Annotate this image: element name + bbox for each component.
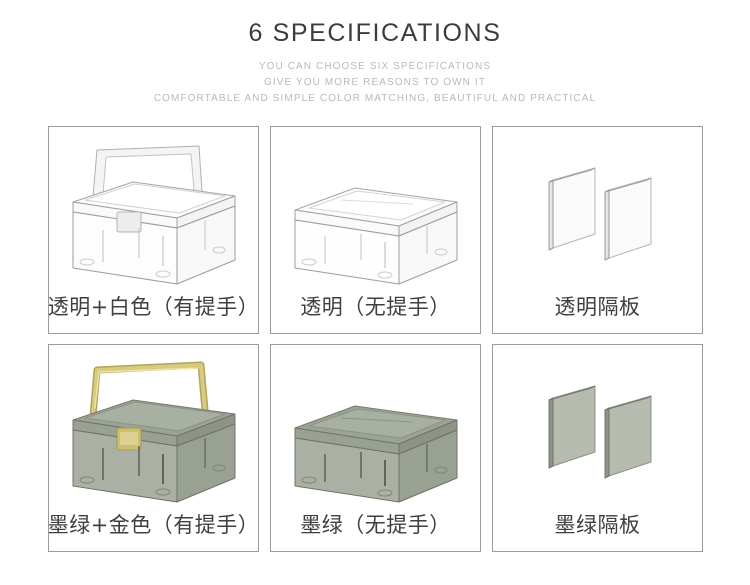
green-box-with-gold-handle-icon <box>72 361 235 503</box>
subtitle-block: YOU CAN CHOOSE SIX SPECIFICATIONS GIVE Y… <box>0 59 750 107</box>
product-illustration-clear-divider <box>493 127 702 297</box>
clear-box-with-handle-icon <box>72 145 235 285</box>
spec-card-label: 墨绿+金色（有提手） <box>48 513 259 537</box>
green-divider-plates-icon <box>548 385 651 479</box>
spec-card-clear-divider[interactable]: 透明隔板 <box>492 126 703 334</box>
specification-grid: 透明+白色（有提手） <box>48 126 704 552</box>
clear-box-no-handle-icon <box>294 187 457 285</box>
spec-card-green-gold-handle[interactable]: 墨绿+金色（有提手） <box>48 344 259 552</box>
spec-card-label: 墨绿隔板 <box>554 513 641 537</box>
spec-card-label: 透明隔板 <box>554 295 641 319</box>
spec-card-clear-no-handle[interactable]: 透明（无提手） <box>270 126 481 334</box>
spec-card-green-divider[interactable]: 墨绿隔板 <box>492 344 703 552</box>
spec-card-label: 透明（无提手） <box>300 295 451 319</box>
green-box-no-handle-icon <box>294 405 457 503</box>
product-illustration-green-gold-handle <box>49 345 258 515</box>
subtitle-line-3: COMFORTABLE AND SIMPLE COLOR MATCHING, B… <box>153 92 597 104</box>
spec-card-clear-white-handle[interactable]: 透明+白色（有提手） <box>48 126 259 334</box>
subtitle-line-2: GIVE YOU MORE REASONS TO OWN IT <box>264 76 486 88</box>
page-title: 6 SPECIFICATIONS <box>248 19 502 47</box>
product-illustration-clear-white-handle <box>49 127 258 297</box>
spec-card-green-no-handle[interactable]: 墨绿（无提手） <box>270 344 481 552</box>
product-illustration-clear-no-handle <box>271 127 480 297</box>
subtitle-line-1: YOU CAN CHOOSE SIX SPECIFICATIONS <box>258 60 492 72</box>
product-illustration-green-no-handle <box>271 345 480 515</box>
spec-card-label: 透明+白色（有提手） <box>48 295 259 319</box>
clear-divider-plates-icon <box>548 167 651 261</box>
product-illustration-green-divider <box>493 345 702 515</box>
page-header: 6 SPECIFICATIONS YOU CAN CHOOSE SIX SPEC… <box>0 0 750 107</box>
spec-card-label: 墨绿（无提手） <box>300 513 451 537</box>
